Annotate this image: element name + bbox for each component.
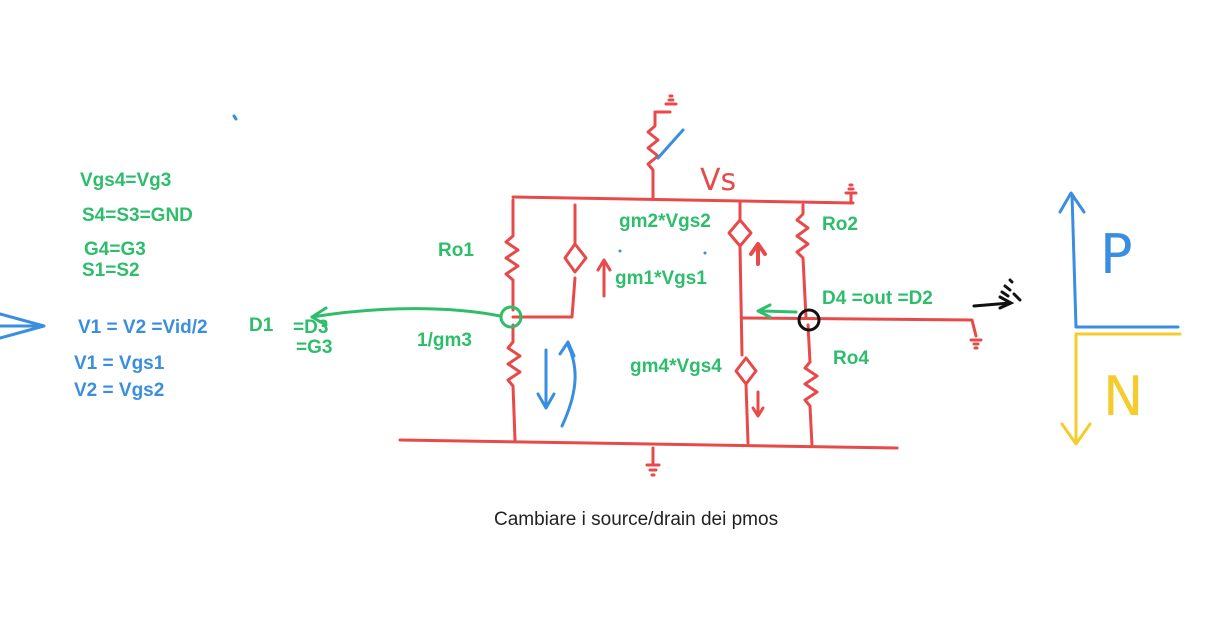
eq-v1: V1 = Vgs1 — [74, 353, 165, 374]
node-out-marker — [797, 308, 821, 332]
dot-mark — [232, 114, 238, 121]
input-symbol — [0, 312, 46, 340]
eq-g4: G4=G3 — [84, 239, 146, 260]
gm2-branch — [738, 200, 744, 357]
gm2-arrow — [749, 242, 767, 266]
current-arrow-down — [536, 348, 556, 410]
ro1-label: Ro1 — [438, 240, 474, 261]
gm2-label: gm2*Vgs2 — [619, 211, 711, 232]
bottom-ground — [645, 446, 661, 477]
gm4-label: gm4*Vgs4 — [630, 356, 722, 377]
d1-arrow-path — [310, 307, 502, 319]
dot-1 — [618, 249, 622, 253]
top-supply-ground — [664, 94, 678, 106]
gm3-label: 1/gm3 — [417, 330, 472, 351]
output-ground — [969, 338, 983, 350]
bottom-rail — [398, 438, 899, 450]
test-current-arrow — [972, 295, 1015, 310]
node-d1-label: D1 — [249, 315, 274, 336]
curved-arrow — [558, 340, 577, 428]
ro2-label: Ro2 — [822, 214, 858, 235]
gm1-arrow — [596, 258, 612, 298]
eq-s1: S1=S2 — [82, 260, 140, 281]
legend-n: N — [1103, 365, 1144, 428]
node-d3-label: =D3 — [293, 317, 329, 338]
top-rail — [511, 195, 855, 205]
ro2-resistor — [795, 203, 810, 320]
node-d4-label: D4 =out =D2 — [822, 288, 933, 309]
vs-slash — [656, 128, 685, 160]
gm4-arrow — [751, 390, 765, 418]
eq-s4: S4=S3=GND — [82, 205, 193, 226]
gm4-source — [734, 356, 758, 386]
gm1-source — [563, 242, 588, 274]
d1-arrowhead — [310, 306, 328, 327]
scribble — [1000, 278, 1022, 302]
output-line — [740, 316, 978, 338]
gm1-label: gm1*Vgs1 — [615, 268, 707, 289]
ro4-resistor — [803, 323, 819, 448]
gm3-resistor — [506, 323, 522, 442]
caption: Cambiare i source/drain dei pmos — [494, 509, 779, 530]
top-right-ground — [844, 183, 858, 203]
supply-resistor — [646, 110, 672, 200]
out-arrow — [756, 303, 798, 319]
gm4-branch — [744, 382, 750, 445]
gm2-source — [727, 218, 753, 248]
ro4-label: Ro4 — [833, 348, 869, 369]
node-g3-label: =G3 — [296, 337, 333, 358]
eq-v1v2: V1 = V2 =Vid/2 — [78, 317, 208, 338]
n-axis — [1060, 332, 1182, 446]
dot-2 — [703, 251, 707, 255]
node-vs-label: Vs — [700, 163, 737, 198]
eq-vgs4: Vgs4=Vg3 — [80, 170, 172, 191]
ro1-resistor — [504, 198, 520, 312]
eq-v2: V2 = Vgs2 — [74, 380, 165, 401]
legend-p: P — [1100, 223, 1133, 286]
p-axis — [1058, 191, 1180, 329]
gm1-branch — [511, 203, 577, 319]
